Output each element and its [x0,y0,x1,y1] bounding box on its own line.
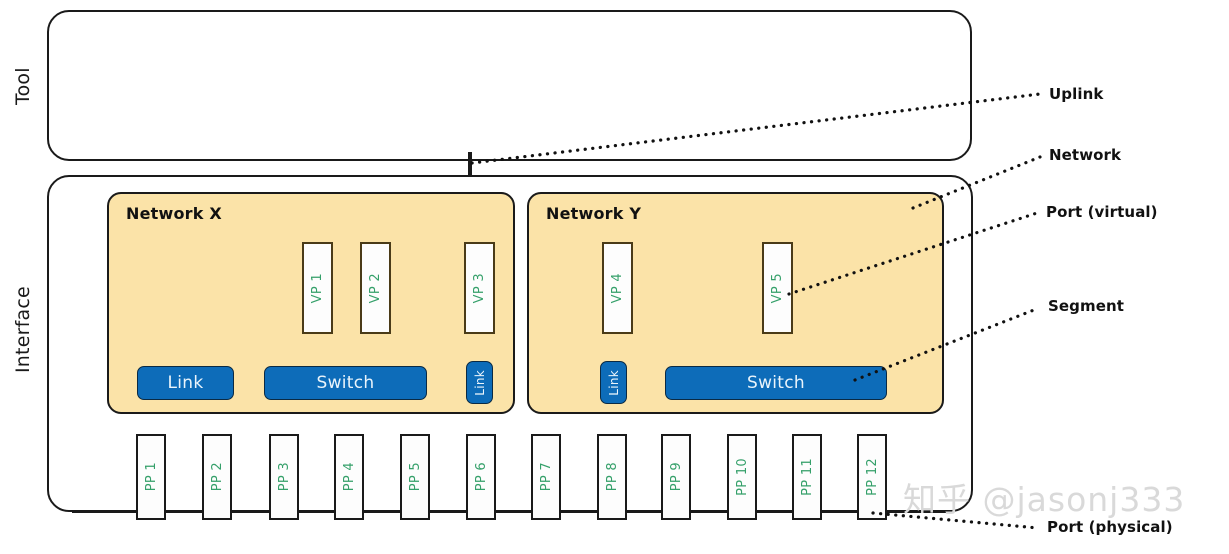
physical-port-pp12-label: PP 12 [864,458,880,496]
network-x-link-segment-small[interactable]: Link [466,361,493,404]
physical-port-pp7-label: PP 7 [538,462,554,492]
physical-port-pp6-label: PP 6 [473,462,489,492]
virtual-port-vp3[interactable]: VP 3 [464,242,495,334]
physical-port-pp9[interactable]: PP 9 [661,434,691,520]
virtual-port-vp2[interactable]: VP 2 [360,242,391,334]
tool-container [47,10,972,161]
virtual-port-vp5-label: VP 5 [770,272,785,304]
network-x-switch-segment[interactable]: Switch [264,366,427,400]
physical-port-pp10[interactable]: PP 10 [727,434,757,520]
virtual-port-vp5[interactable]: VP 5 [762,242,793,334]
virtual-port-vp4[interactable]: VP 4 [602,242,633,334]
physical-port-pp12[interactable]: PP 12 [857,434,887,520]
physical-port-pp8-label: PP 8 [604,462,620,492]
physical-port-rail [72,510,948,513]
network-x-switch-label: Switch [316,373,375,393]
virtual-port-vp4-label: VP 4 [610,272,625,304]
physical-port-pp2-label: PP 2 [209,462,225,492]
callout-label-uplink: Uplink [1049,85,1104,103]
tool-section-label: Tool [12,67,34,105]
virtual-port-vp2-label: VP 2 [368,272,383,304]
physical-port-pp3-label: PP 3 [276,462,292,492]
network-panel-y: Network Y VP 4 VP 5 Link Switch [527,192,944,414]
physical-port-pp9-label: PP 9 [668,462,684,492]
network-y-switch-segment[interactable]: Switch [665,366,887,400]
physical-port-pp8[interactable]: PP 8 [597,434,627,520]
virtual-port-vp1-label: VP 1 [310,272,325,304]
network-panel-x: Network X VP 1 VP 2 VP 3 Link Switch Lin… [107,192,515,414]
network-x-title: Network X [126,204,222,223]
network-y-link-segment-small[interactable]: Link [600,361,627,404]
physical-port-pp3[interactable]: PP 3 [269,434,299,520]
network-y-switch-label: Switch [746,373,805,393]
callout-label-port-physical: Port (physical) [1047,518,1173,536]
physical-port-pp4-label: PP 4 [341,462,357,492]
physical-port-pp1[interactable]: PP 1 [136,434,166,520]
network-x-link-small-label: Link [472,369,487,396]
uplink-connector [468,152,472,178]
physical-port-pp5-label: PP 5 [407,462,423,492]
watermark: 知乎 @jasonj333 [903,480,1186,519]
physical-port-pp11[interactable]: PP 11 [792,434,822,520]
physical-port-pp7[interactable]: PP 7 [531,434,561,520]
virtual-port-vp3-label: VP 3 [472,272,487,304]
physical-port-pp1-label: PP 1 [143,462,159,492]
physical-port-pp6[interactable]: PP 6 [466,434,496,520]
physical-port-pp2[interactable]: PP 2 [202,434,232,520]
physical-port-pp10-label: PP 10 [734,458,750,496]
callout-label-network: Network [1049,146,1122,164]
network-x-link-segment[interactable]: Link [137,366,234,400]
virtual-port-vp1[interactable]: VP 1 [302,242,333,334]
network-x-link-label: Link [167,373,204,393]
physical-port-pp4[interactable]: PP 4 [334,434,364,520]
network-y-link-small-label: Link [606,369,621,396]
network-y-title: Network Y [546,204,642,223]
callout-label-segment: Segment [1048,297,1125,315]
callout-label-port-virtual: Port (virtual) [1046,203,1158,221]
physical-port-pp11-label: PP 11 [799,458,815,496]
interface-section-label: Interface [12,286,34,374]
physical-port-pp5[interactable]: PP 5 [400,434,430,520]
